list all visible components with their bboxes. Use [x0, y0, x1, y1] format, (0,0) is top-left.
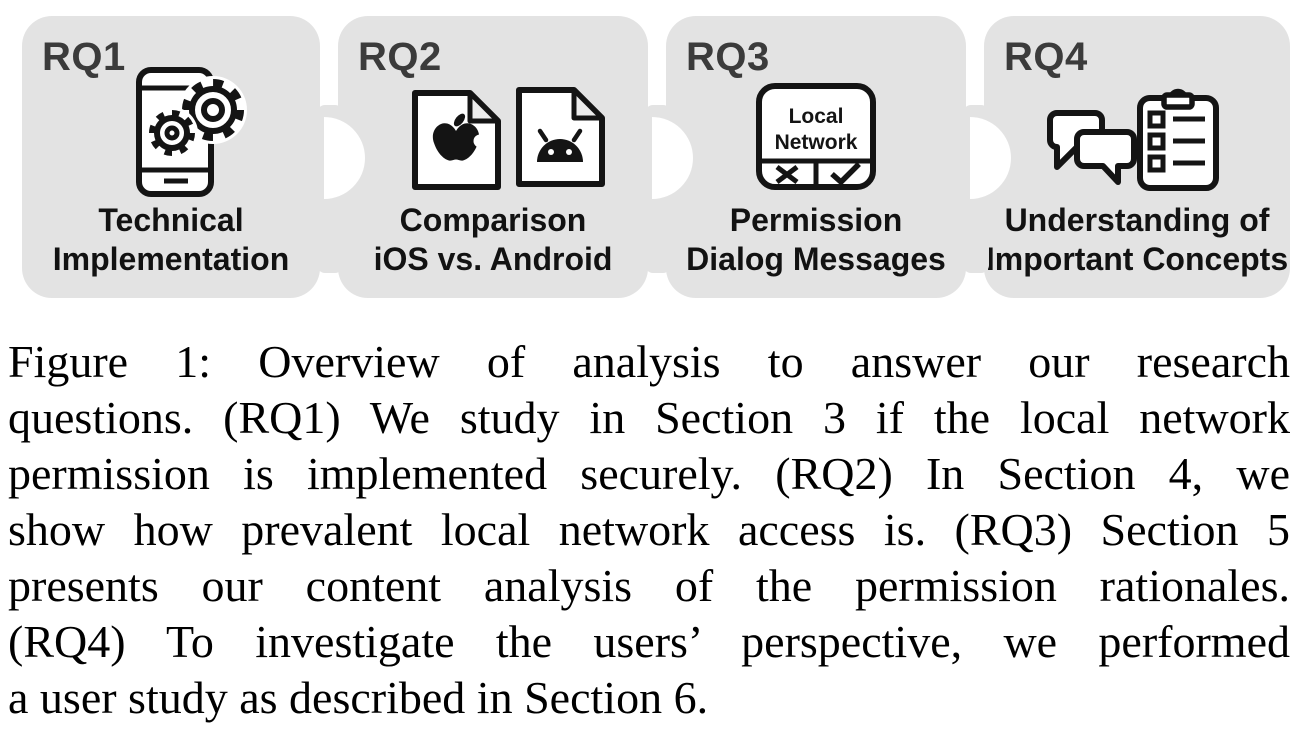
figure-caption: Figure 1: Overview of analysis to answer…: [8, 334, 1290, 726]
clipboard-icon: [1137, 88, 1219, 191]
rq3-badge: RQ3: [686, 35, 770, 79]
rq3-label: Permission Dialog Messages: [666, 201, 966, 279]
figure-overview: RQ1 Technical Implementation RQ2: [0, 0, 1296, 330]
rq2-box: RQ2 Comparison iOS vs. Android: [338, 16, 648, 298]
box-label-line2: iOS vs. Android: [373, 241, 613, 277]
box-label-line1: Comparison: [399, 202, 587, 238]
apple-android-docs-icon: [412, 87, 605, 190]
android-logo-icon: [537, 128, 583, 162]
dialog-text-line2: Network: [775, 131, 858, 154]
caption-line: presents our content analysis of the per…: [8, 560, 1290, 611]
allow-check-icon: [830, 162, 861, 186]
rq2-badge: RQ2: [358, 35, 442, 79]
permission-dialog-icon: Local Network: [756, 83, 876, 190]
caption-line: questions. (RQ1) We study in Section 3 i…: [8, 392, 1290, 443]
rq3-box: RQ3 Local Network Permission Dialog Mess…: [666, 16, 966, 298]
box-label-line2: Important Concepts: [985, 241, 1289, 277]
box-label-line2: Implementation: [52, 241, 290, 277]
chat-checklist-icon: [1047, 88, 1219, 191]
box-label-line1: Understanding of: [1004, 202, 1270, 238]
box-label-line1: Technical: [98, 202, 244, 238]
box-label-line2: Dialog Messages: [686, 241, 946, 277]
deny-x-icon: [775, 165, 799, 184]
rq4-box: RQ4 Understanding of Important Concepts: [984, 16, 1290, 298]
box-label-line1: Permission: [729, 202, 903, 238]
rq4-label: Understanding of Important Concepts: [984, 201, 1290, 279]
speech-bubble-front-icon: [1074, 129, 1137, 185]
rq1-badge: RQ1: [42, 35, 126, 79]
caption-line: permission is implemented securely. (RQ2…: [8, 448, 1290, 499]
caption-line: Figure 1: Overview of analysis to answer…: [8, 336, 1290, 387]
caption-line: show how prevalent local network access …: [8, 504, 1290, 555]
caption-line: a user study as described in Section 6.: [8, 672, 709, 723]
caption-line: (RQ4) To investigate the users’ perspect…: [8, 616, 1290, 667]
dialog-text-line1: Local: [789, 105, 844, 128]
apple-logo-icon: [432, 113, 487, 161]
rq1-label: Technical Implementation: [22, 201, 320, 279]
smartphone-gears-icon: [136, 67, 247, 197]
rq4-badge: RQ4: [1004, 35, 1088, 79]
rq1-box: RQ1 Technical Implementation: [22, 16, 320, 298]
rq2-label: Comparison iOS vs. Android: [338, 201, 648, 279]
